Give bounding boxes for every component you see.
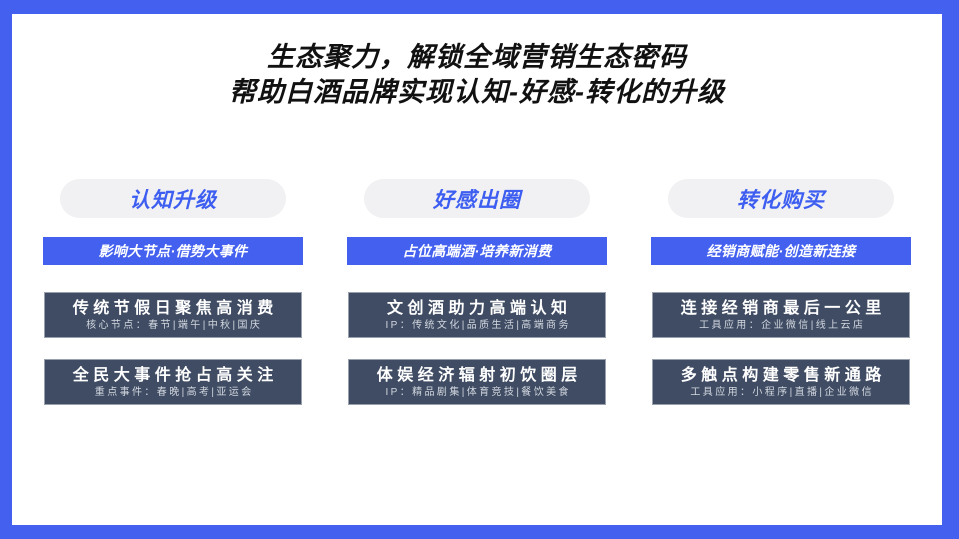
card-title: 多触点构建零售新通路	[680, 366, 886, 384]
column-subtitle-bar-affinity: 占位高端酒·培养新消费	[347, 237, 607, 265]
card-list-affinity: 文创酒助力高端认知 IP：传统文化|品质生活|高端商务 体娱经济辐射初饮圈层 I…	[348, 292, 606, 405]
bluebar-label: 经销商赋能·创造新连接	[706, 243, 856, 259]
strategy-card: 传统节假日聚焦高消费 核心节点：春节|端午|中秋|国庆	[44, 292, 302, 338]
card-list-conversion: 连接经销商最后一公里 工具应用：企业微信|线上云店 多触点构建零售新通路 工具应…	[652, 292, 910, 405]
card-title: 连接经销商最后一公里	[680, 299, 886, 317]
title-line-secondary: 帮助白酒品牌实现认知-好感-转化的升级	[229, 77, 725, 107]
card-title: 文创酒助力高端认知	[386, 299, 572, 317]
column-subtitle-bar-awareness: 影响大节点·借势大事件	[43, 237, 303, 265]
column-affinity: 好感出圈 占位高端酒·培养新消费 文创酒助力高端认知 IP：传统文化|品质生活|…	[336, 165, 618, 415]
card-subtitle: 工具应用：企业微信|线上云店	[699, 319, 866, 331]
card-title: 全民大事件抢占高关注	[72, 366, 278, 384]
title-line-primary: 生态聚力，解锁全域营销生态密码	[267, 42, 687, 72]
card-subtitle: 重点事件：春晚|高考|亚运会	[94, 386, 254, 398]
column-conversion: 转化购买 经销商赋能·创造新连接 连接经销商最后一公里 工具应用：企业微信|线上…	[640, 165, 922, 415]
column-header-pill-awareness: 认知升级	[60, 179, 286, 218]
pill-label: 认知升级	[129, 188, 217, 212]
card-list-awareness: 传统节假日聚焦高消费 核心节点：春节|端午|中秋|国庆 全民大事件抢占高关注 重…	[44, 292, 302, 405]
column-awareness: 认知升级 影响大节点·借势大事件 传统节假日聚焦高消费 核心节点：春节|端午|中…	[32, 165, 314, 415]
strategy-card: 全民大事件抢占高关注 重点事件：春晚|高考|亚运会	[44, 359, 302, 405]
column-header-pill-affinity: 好感出圈	[364, 179, 590, 218]
strategy-columns: 认知升级 影响大节点·借势大事件 传统节假日聚焦高消费 核心节点：春节|端午|中…	[12, 165, 942, 415]
card-subtitle: 工具应用：小程序|直播|企业微信	[690, 386, 874, 398]
card-subtitle: IP：传统文化|品质生活|高端商务	[385, 319, 571, 331]
strategy-card: 文创酒助力高端认知 IP：传统文化|品质生活|高端商务	[348, 292, 606, 338]
strategy-card: 连接经销商最后一公里 工具应用：企业微信|线上云店	[652, 292, 910, 338]
strategy-card: 体娱经济辐射初饮圈层 IP：精品剧集|体育竞技|餐饮美食	[348, 359, 606, 405]
slide-canvas: 生态聚力，解锁全域营销生态密码 帮助白酒品牌实现认知-好感-转化的升级 认知升级…	[12, 14, 942, 525]
card-title: 体娱经济辐射初饮圈层	[376, 366, 582, 384]
bluebar-label: 影响大节点·借势大事件	[98, 243, 248, 259]
column-subtitle-bar-conversion: 经销商赋能·创造新连接	[651, 237, 911, 265]
card-subtitle: IP：精品剧集|体育竞技|餐饮美食	[385, 386, 571, 398]
bluebar-label: 占位高端酒·培养新消费	[402, 243, 552, 259]
page-title: 生态聚力，解锁全域营销生态密码 帮助白酒品牌实现认知-好感-转化的升级	[12, 40, 942, 110]
pill-label: 转化购买	[737, 188, 825, 212]
pill-label: 好感出圈	[433, 188, 521, 212]
strategy-card: 多触点构建零售新通路 工具应用：小程序|直播|企业微信	[652, 359, 910, 405]
card-title: 传统节假日聚焦高消费	[72, 299, 278, 317]
column-header-pill-conversion: 转化购买	[668, 179, 894, 218]
card-subtitle: 核心节点：春节|端午|中秋|国庆	[86, 319, 263, 331]
